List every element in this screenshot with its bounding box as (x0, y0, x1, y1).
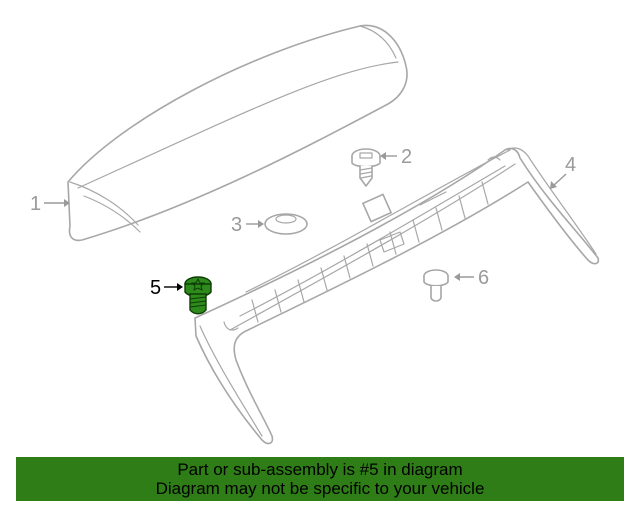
part-5-bolt-highlighted[interactable] (184, 276, 212, 315)
callout-3-label: 3 (231, 214, 242, 236)
callout-6-label: 6 (478, 267, 489, 289)
part-4-spoiler-base[interactable] (194, 147, 600, 445)
part-3-grommet[interactable] (264, 213, 308, 235)
callout-6: 6 (454, 267, 489, 289)
callout-2: 2 (380, 146, 412, 168)
banner-line-disclaimer: Diagram may not be specific to your vehi… (155, 479, 485, 498)
banner-line-part-number: Part or sub-assembly is #5 in diagram (177, 460, 463, 479)
callout-2-label: 2 (401, 146, 412, 168)
part-2-screw[interactable] (351, 148, 381, 187)
callout-3: 3 (231, 214, 264, 236)
parts-diagram: 1 2 3 4 5 6 (30, 24, 600, 445)
callout-5-label: 5 (150, 277, 161, 299)
callout-5: 5 (150, 277, 183, 299)
callout-1-label: 1 (30, 193, 41, 215)
info-banner: Part or sub-assembly is #5 in diagram Di… (16, 457, 624, 501)
part-6-bolt[interactable] (423, 269, 449, 302)
callout-1: 1 (30, 193, 70, 215)
callout-4-label: 4 (565, 154, 576, 176)
part-1-spoiler-cover[interactable] (67, 24, 408, 242)
callout-4: 4 (550, 154, 576, 189)
